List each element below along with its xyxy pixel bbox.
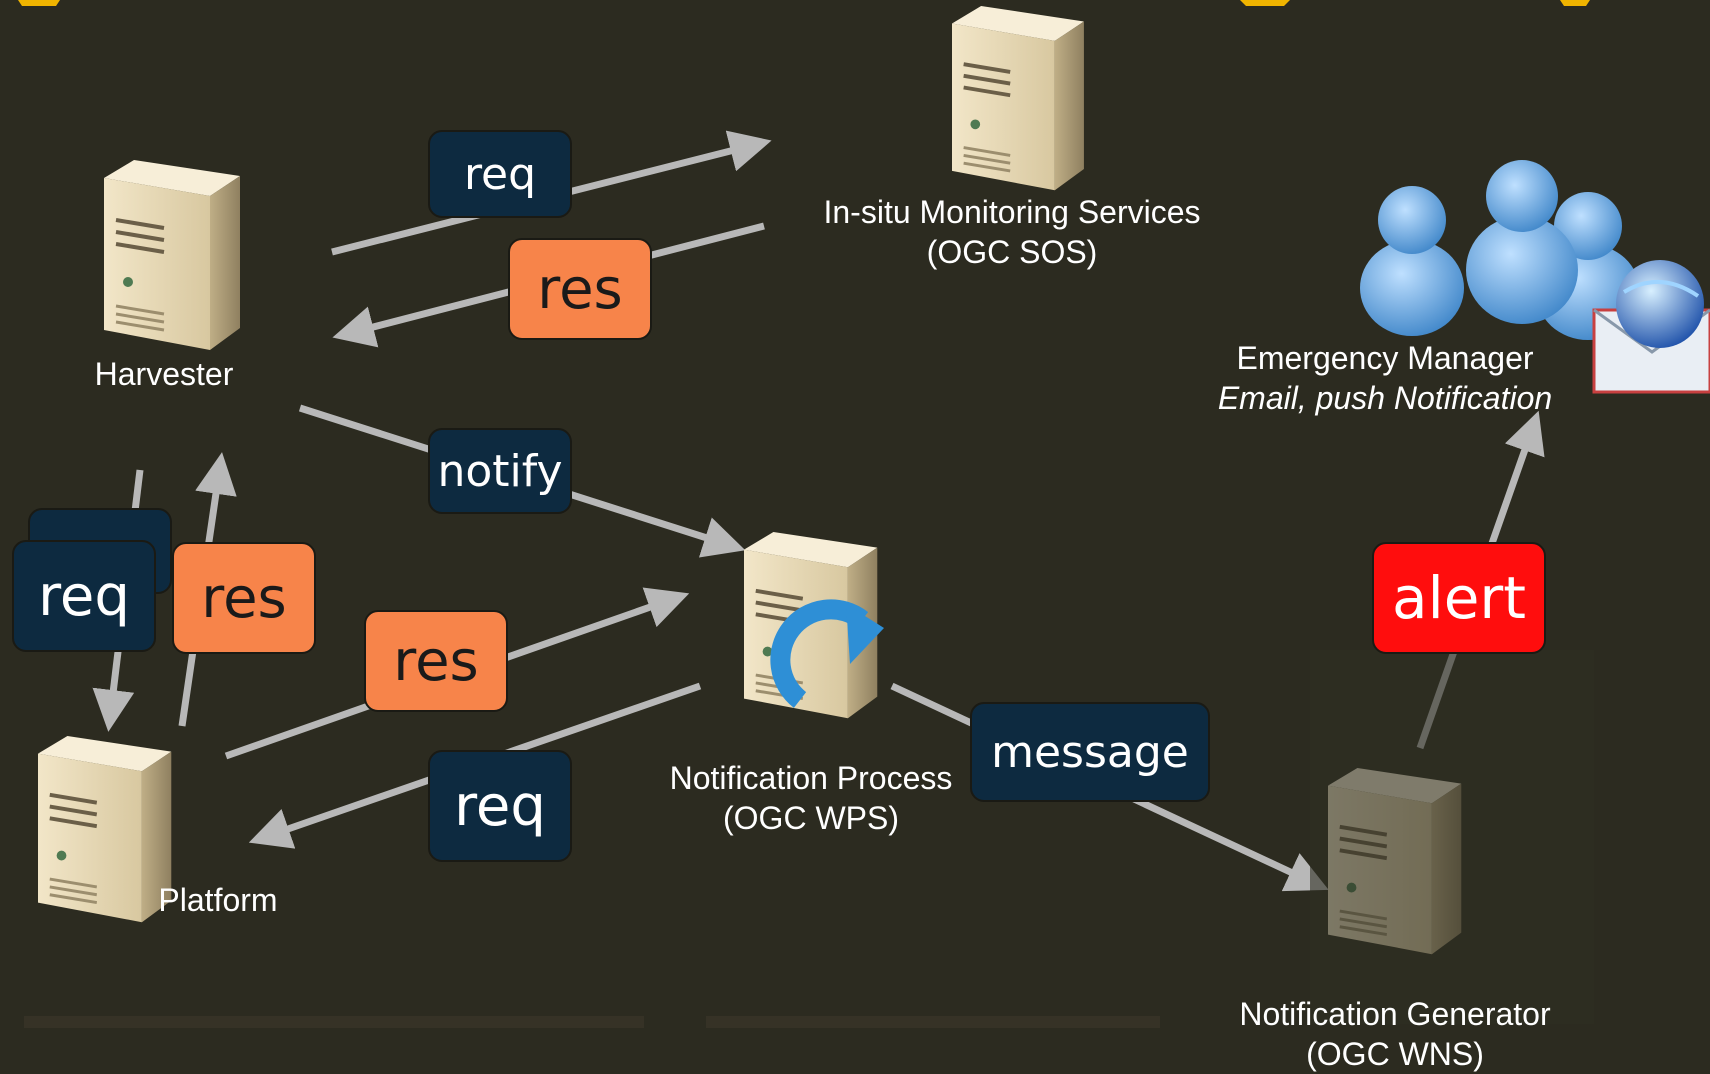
sos-name: In-situ Monitoring Services xyxy=(823,194,1201,230)
wns-name: Notification Generator xyxy=(1239,996,1551,1032)
wps-label: Notification Process (OGC WPS) xyxy=(646,758,976,838)
res-left-box: res xyxy=(172,542,316,654)
wps-name: Notification Process xyxy=(669,760,953,796)
harvester-label: Harvester xyxy=(94,356,234,392)
req-mid-box: req xyxy=(428,750,572,862)
platform-label: Platform xyxy=(158,882,278,918)
emergency-name: Emergency Manager xyxy=(1236,340,1534,376)
req-left-box: req xyxy=(12,540,156,652)
harvester-server-icon xyxy=(102,158,242,352)
emergency-subtitle: Email, push Notification xyxy=(1217,380,1553,416)
sos-standard: (OGC SOS) xyxy=(926,234,1098,270)
wns-label: Notification Generator (OGC WNS) xyxy=(1210,994,1580,1074)
emergency-manager-label: Emergency Manager Email, push Notificati… xyxy=(1190,338,1580,418)
sos-server-icon xyxy=(950,4,1086,193)
alert-box: alert xyxy=(1372,542,1546,654)
wps-standard: (OGC WPS) xyxy=(723,800,899,836)
sos-label: In-situ Monitoring Services (OGC SOS) xyxy=(792,192,1232,272)
users-group-icon xyxy=(1360,160,1640,340)
res-mid-box: res xyxy=(364,610,508,712)
req-top-box: req xyxy=(428,130,572,218)
email-globe-icon xyxy=(1592,260,1710,394)
wns-standard: (OGC WNS) xyxy=(1306,1036,1484,1072)
wps-server-icon xyxy=(742,530,884,721)
message-box: message xyxy=(970,702,1210,802)
res-top-box: res xyxy=(508,238,652,340)
notify-box: notify xyxy=(428,428,572,514)
